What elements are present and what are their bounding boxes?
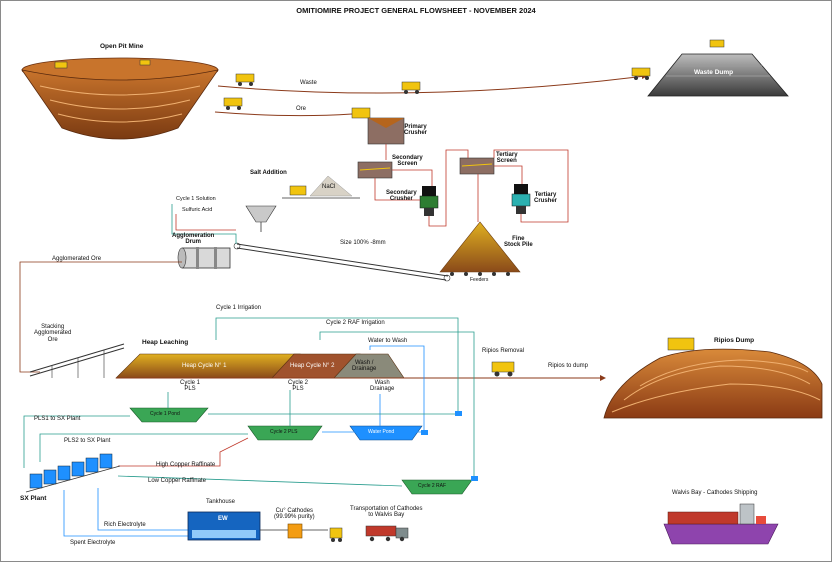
haul-routes — [214, 74, 648, 117]
feeders-label: Feeders — [470, 277, 489, 283]
waste-label: Waste — [300, 80, 317, 86]
secondary-screen-label: Secondary Screen — [392, 155, 423, 168]
primary-crusher — [351, 107, 405, 160]
irrigation-lines — [215, 317, 475, 480]
drum-feed-lines — [171, 204, 237, 244]
salt-hopper — [245, 205, 277, 232]
tertiary-screen — [459, 157, 495, 175]
open-pit-mine — [21, 57, 219, 140]
page-title: OMITIOMIRE PROJECT GENERAL FLOWSHEET - N… — [296, 6, 536, 15]
cycle2-pls-label: Cycle 2 PLS — [288, 380, 309, 393]
cycle1-pls-label: Cycle 1 PLS — [180, 380, 201, 393]
tankhouse — [187, 511, 288, 541]
cathode-truck — [365, 525, 409, 542]
haul-trucks — [223, 67, 651, 110]
stacking-conveyor — [29, 343, 125, 378]
cycle2-raf-label: Cycle 2 RAF — [418, 483, 447, 489]
crushing-circuit-lines — [374, 149, 569, 227]
pls1-to-sx-label: PLS1 to SX Plant — [34, 416, 81, 422]
waste-dump-label: Waste Dump — [694, 69, 734, 76]
ore-label: Ore — [296, 106, 307, 112]
agglomeration-drum-label: Agglomeration Drum — [172, 233, 215, 246]
cycle1-irrigation-label: Cycle 1 Irrigation — [216, 305, 262, 311]
forklift — [329, 527, 343, 542]
cycle1-pond-label: Cycle 1 Pond — [150, 411, 180, 417]
ripios-dump — [603, 337, 823, 419]
tertiary-crusher — [511, 184, 531, 214]
transport-label: Transportation of Cathodes to Walvis Bay — [350, 506, 423, 519]
salt-addition — [282, 175, 360, 199]
rich-electrolyte-label: Rich Electrolyte — [104, 522, 146, 528]
wash-drainage-label: Wash Drainage — [370, 380, 395, 393]
tertiary-screen-label: Tertiary Screen — [496, 152, 518, 165]
secondary-crusher-label: Secondary Crusher — [386, 190, 417, 203]
spent-electrolyte-label: Spent Electrolyte — [70, 540, 116, 546]
fine-stock-pile — [439, 221, 521, 276]
nacl-label: NaCl — [322, 184, 336, 190]
ripios-loader — [491, 361, 515, 377]
cycle1-solution-label: Cycle 1 Solution — [176, 196, 216, 202]
high-copper-raffinate-label: High Copper Raffinate — [156, 462, 216, 468]
salt-addition-label: Salt Addition — [250, 170, 287, 176]
heap-cycle1-label: Heap Cycle N° 1 — [182, 363, 227, 369]
sx-plant — [25, 453, 121, 493]
sulfuric-acid-label: Sulfuric Acid — [182, 207, 213, 213]
heap-leaching-label: Heap Leaching — [142, 339, 189, 346]
primary-crusher-label: Primary Crusher — [404, 124, 428, 137]
heap-cycle2-label: Heap Cycle N° 2 — [290, 363, 335, 369]
waste-dump — [647, 39, 789, 97]
cathode-box — [287, 523, 328, 539]
tankhouse-label: Tankhouse — [206, 499, 236, 505]
agglomerated-ore-label: Agglomerated Ore — [52, 256, 102, 262]
pls2-to-sx-label: PLS2 to SX Plant — [64, 438, 111, 444]
cargo-ship — [663, 503, 779, 545]
stacking-label: Stacking Agglomerated Ore — [34, 324, 72, 343]
open-pit-mine-label: Open Pit Mine — [100, 43, 144, 50]
size-label: Size 100% -8mm — [340, 240, 386, 246]
fine-stock-pile-label: Fine Stock Pile — [504, 236, 533, 249]
ripios-to-dump-label: Ripios to dump — [548, 363, 589, 369]
ew-label: EW — [218, 516, 228, 522]
cycle2-pls-pond-label: Cycle 2 PLS — [270, 429, 298, 435]
heap-leaching — [115, 353, 606, 381]
sx-plant-label: SX Plant — [20, 495, 47, 502]
wash-drainage-box-label: Wash / Drainage — [352, 360, 377, 373]
low-copper-raffinate-label: Low Copper Raffinate — [148, 478, 206, 484]
secondary-screen — [357, 161, 393, 179]
cu-cathodes-label: Cu° Cathodes (99.99% purity) — [274, 508, 315, 521]
ripios-removal-label: Ripios Removal — [482, 348, 525, 354]
ponds — [129, 407, 473, 495]
agglomeration-drum — [177, 247, 231, 269]
tertiary-crusher-label: Tertiary Crusher — [534, 192, 558, 205]
walvis-bay-label: Walvis Bay - Cathodes Shipping — [672, 490, 758, 496]
cycle2-irrigation-label: Cycle 2 RAF Irrigation — [326, 320, 385, 326]
water-pond-label: Water Pond — [368, 429, 395, 435]
water-to-wash-label: Water to Wash — [368, 338, 408, 344]
secondary-crusher — [419, 186, 439, 216]
conveyor-to-drum — [233, 242, 451, 282]
pls-lines — [23, 390, 478, 537]
ripios-dump-label: Ripios Dump — [714, 337, 755, 344]
